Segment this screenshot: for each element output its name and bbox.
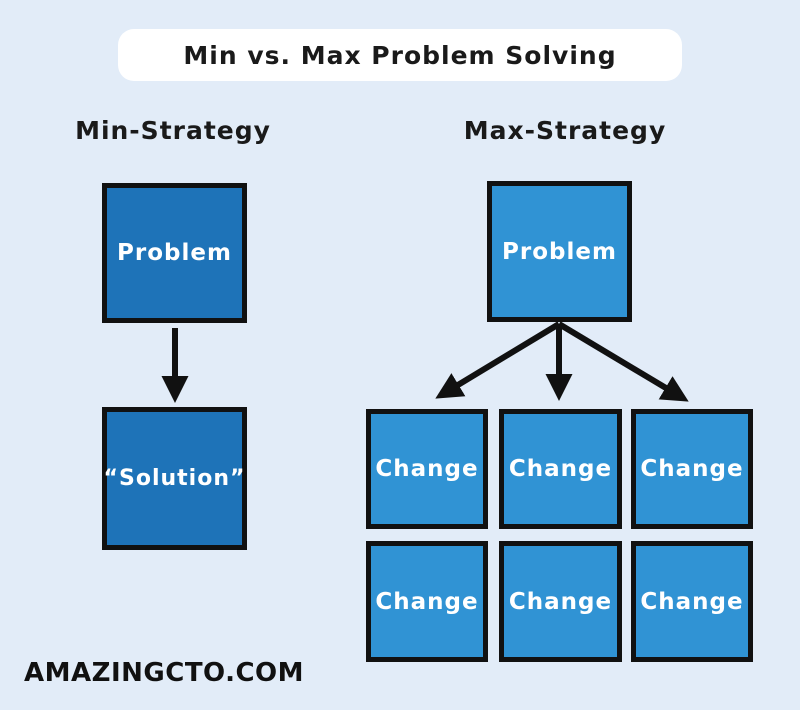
change-label: Change xyxy=(375,588,479,615)
max-problem-label: Problem xyxy=(502,238,617,265)
watermark-text: AMAZINGCTO.COM xyxy=(24,658,305,688)
min-strategy-heading: Min-Strategy xyxy=(75,116,271,145)
change-box-5: Change xyxy=(499,541,622,662)
page-title: Min vs. Max Problem Solving xyxy=(183,40,617,70)
max-strategy-heading: Max-Strategy xyxy=(463,116,667,145)
change-label: Change xyxy=(508,588,613,615)
change-box-4: Change xyxy=(366,541,488,662)
min-solution-label: “Solution” xyxy=(103,466,246,491)
min-solution-box: “Solution” xyxy=(102,407,247,550)
change-label: Change xyxy=(640,588,744,615)
change-box-3: Change xyxy=(631,409,753,529)
arrow-max-problem-to-change-3 xyxy=(557,321,689,402)
min-problem-label: Problem xyxy=(117,240,232,266)
change-label: Change xyxy=(640,456,744,482)
max-problem-box: Problem xyxy=(487,181,632,322)
change-box-6: Change xyxy=(631,541,753,662)
change-label: Change xyxy=(508,456,613,482)
change-box-1: Change xyxy=(366,409,488,529)
title-banner: Min vs. Max Problem Solving xyxy=(118,29,682,81)
min-problem-box: Problem xyxy=(102,183,247,323)
change-label: Change xyxy=(375,456,479,482)
change-box-2: Change xyxy=(499,409,622,529)
arrow-max-problem-to-change-1 xyxy=(435,321,561,399)
